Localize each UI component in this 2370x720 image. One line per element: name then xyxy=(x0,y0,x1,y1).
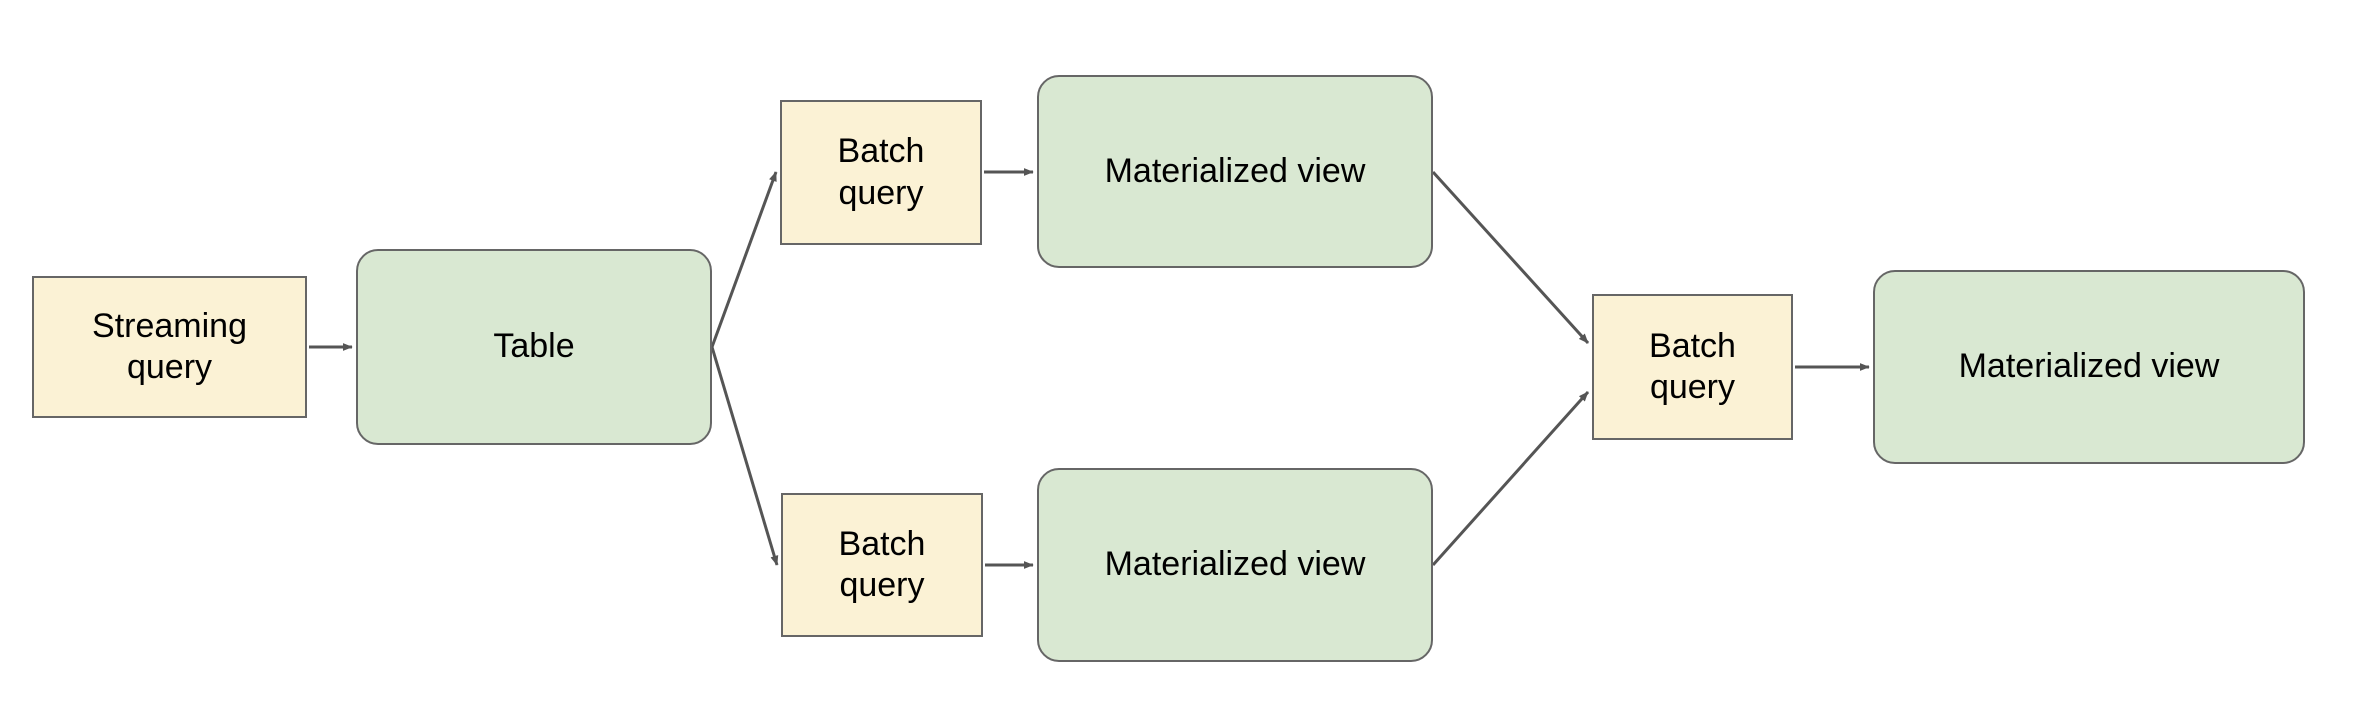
node-streaming-query[interactable]: Streaming query xyxy=(32,276,307,418)
node-table[interactable]: Table xyxy=(356,249,712,445)
edge-materialized-view-top-to-batch-query-right xyxy=(1431,170,1590,345)
node-materialized-view-top[interactable]: Materialized view xyxy=(1037,75,1433,268)
node-label: Materialized view xyxy=(1958,347,2220,386)
node-batch-query-top[interactable]: Batch query xyxy=(780,100,982,245)
edge-table-to-batch-query-bottom xyxy=(710,346,779,566)
node-label: Materialized view xyxy=(1104,151,1366,190)
node-label: Materialized view xyxy=(1104,545,1366,584)
node-materialized-view-right[interactable]: Materialized view xyxy=(1873,270,2305,464)
node-batch-query-right[interactable]: Batch query xyxy=(1592,294,1793,440)
node-label: Batch query xyxy=(1649,326,1736,406)
node-materialized-view-bottom[interactable]: Materialized view xyxy=(1037,468,1433,662)
node-batch-query-bottom[interactable]: Batch query xyxy=(781,493,983,637)
node-label: Table xyxy=(493,327,575,366)
node-label: Streaming query xyxy=(92,306,247,386)
edge-table-to-batch-query-top xyxy=(710,171,778,348)
node-label: Batch query xyxy=(838,524,926,604)
node-label: Batch query xyxy=(837,132,925,212)
edge-materialized-view-bottom-to-batch-query-right xyxy=(1431,390,1590,567)
